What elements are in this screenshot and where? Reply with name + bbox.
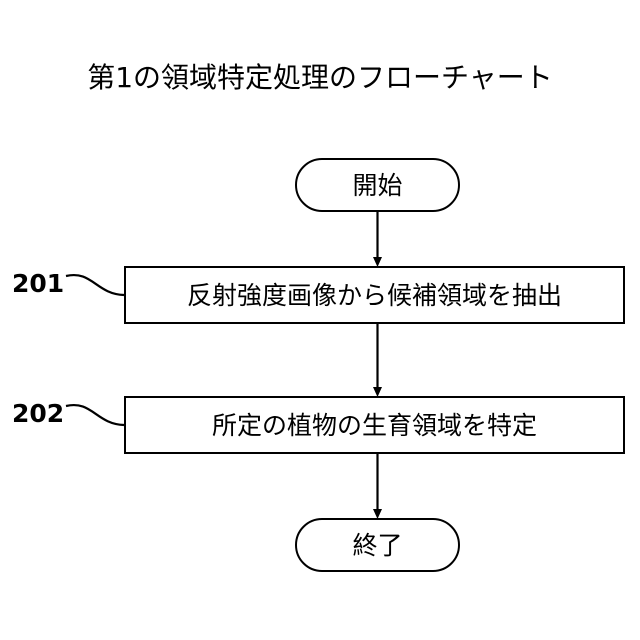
leader-line-201 [65,273,125,297]
node-step-201-label: 反射強度画像から候補領域を抽出 [186,280,562,310]
diagram-title: 第1の領域特定処理のフローチャート [87,61,553,94]
node-end[interactable]: 終了 [295,518,460,572]
node-start[interactable]: 開始 [295,158,460,212]
node-step-202[interactable]: 所定の植物の生育領域を特定 [124,396,625,454]
node-start-label: 開始 [352,170,403,200]
reference-label-201: 201 [12,269,65,298]
leader-line-202 [65,403,125,427]
reference-label-202: 202 [12,399,65,428]
node-step-201[interactable]: 反射強度画像から候補領域を抽出 [124,266,625,324]
node-end-label: 終了 [352,530,403,560]
node-step-202-label: 所定の植物の生育領域を特定 [211,410,537,440]
